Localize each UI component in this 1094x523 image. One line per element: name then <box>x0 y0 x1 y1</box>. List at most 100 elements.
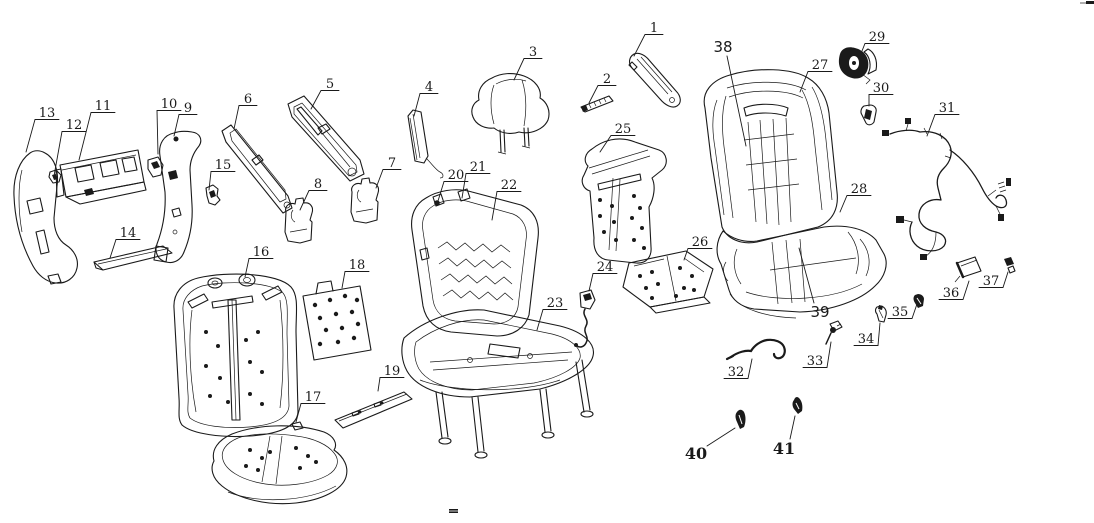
leader-19 <box>377 377 405 392</box>
callout-25: 25 <box>615 122 632 137</box>
leader-5 <box>310 90 340 110</box>
part-23-cushion-frame <box>401 309 594 459</box>
callout-28: 28 <box>851 182 868 197</box>
part-22-seatback-frame <box>411 189 539 337</box>
stray-mark-bottom <box>449 509 458 513</box>
callout-labels: 1 2 3 4 5 6 7 8 9 10 11 12 13 14 15 16 1… <box>39 21 1000 463</box>
leader-30 <box>868 94 894 107</box>
leader-3 <box>513 58 543 81</box>
leader-18 <box>341 271 370 289</box>
leader-1 <box>633 34 664 57</box>
leader-24 <box>588 273 618 292</box>
leader-20 <box>437 181 469 202</box>
callout-37: 37 <box>983 274 1000 289</box>
part-16-seatback-pad <box>173 273 299 438</box>
leader-lines <box>25 34 1009 447</box>
leader-27 <box>799 71 833 93</box>
callout-15: 15 <box>215 158 232 173</box>
callout-16: 16 <box>253 245 270 260</box>
leader-39 <box>798 247 815 304</box>
leader-28 <box>839 195 872 213</box>
part-20-knob <box>432 193 445 207</box>
leader-33 <box>802 341 832 368</box>
leader-32 <box>723 358 753 379</box>
part-32-bowden-cable <box>725 338 786 361</box>
part-17-cushion-pad <box>211 421 348 505</box>
leader-11 <box>78 112 116 161</box>
part-2-toothed-clip <box>580 95 614 113</box>
callout-10: 10 <box>161 97 178 112</box>
part-10-latch-piece <box>147 156 164 178</box>
part-37-clip <box>1004 257 1016 274</box>
part-18-lumbar-pad <box>302 280 372 361</box>
leader-7 <box>375 169 402 189</box>
callout-1: 1 <box>650 21 658 36</box>
part-40-retainer-clip <box>735 409 746 429</box>
part-21-bracket <box>457 188 471 202</box>
callout-34: 34 <box>858 332 875 347</box>
callout-12: 12 <box>66 118 83 133</box>
leader-37 <box>978 271 1009 288</box>
leader-17 <box>295 403 326 423</box>
callout-13: 13 <box>39 106 56 121</box>
leader-12 <box>53 131 87 177</box>
part-33-bolt-clip <box>825 320 843 345</box>
callout-38: 38 <box>713 38 732 56</box>
leader-40 <box>706 427 736 447</box>
part-36-module <box>954 256 982 283</box>
leader-34 <box>853 322 881 346</box>
callout-26: 26 <box>692 235 709 250</box>
part-26-cushion-heater-pad <box>622 250 714 314</box>
part-8-hook-bracket <box>284 197 314 244</box>
part-1-bolster-trim <box>628 52 681 108</box>
callout-39: 39 <box>810 303 829 321</box>
leader-31 <box>926 114 960 137</box>
leader-15 <box>208 171 236 191</box>
callout-7: 7 <box>388 156 396 171</box>
callout-11: 11 <box>95 99 112 114</box>
part-35-clip <box>913 294 924 308</box>
part-28-assembled-seat-cushion <box>716 225 887 319</box>
part-5-trim-rail <box>287 95 365 182</box>
callout-18: 18 <box>349 258 366 273</box>
callout-8: 8 <box>314 177 322 192</box>
callout-29: 29 <box>869 30 886 45</box>
leader-16 <box>244 258 274 278</box>
leader-41 <box>789 415 796 440</box>
callout-14: 14 <box>120 226 137 241</box>
callout-4: 4 <box>425 80 433 95</box>
leader-38 <box>726 55 747 147</box>
callout-35: 35 <box>892 305 909 320</box>
leader-2 <box>588 85 617 104</box>
part-13-side-shield <box>13 150 78 285</box>
part-15-clip <box>205 184 221 206</box>
part-25-seatback-heater-pad <box>581 138 667 264</box>
part-6-trim-rail <box>221 124 293 214</box>
leader-4 <box>413 93 439 117</box>
callout-41: 41 <box>773 439 795 458</box>
part-14-trim-strip <box>93 245 173 271</box>
callout-24: 24 <box>597 260 614 275</box>
leader-35 <box>887 303 918 319</box>
callout-31: 31 <box>939 101 956 116</box>
part-9-side-frame-bracket <box>153 130 202 264</box>
part-30-clip <box>860 104 877 126</box>
callout-17: 17 <box>305 390 322 405</box>
callout-23: 23 <box>547 296 564 311</box>
callout-19: 19 <box>384 364 401 379</box>
callout-30: 30 <box>873 81 890 96</box>
callout-33: 33 <box>807 354 824 369</box>
callout-2: 2 <box>603 72 611 87</box>
leader-29 <box>859 43 890 57</box>
leader-9 <box>173 114 198 137</box>
part-7-hook-bracket <box>350 177 380 224</box>
callout-21: 21 <box>470 160 487 175</box>
part-3-headrest <box>471 73 550 155</box>
callout-9: 9 <box>184 101 192 116</box>
callout-3: 3 <box>529 45 537 60</box>
leader-8 <box>299 190 328 211</box>
leader-22 <box>491 191 522 221</box>
stray-mark-top-right <box>1080 1 1094 4</box>
callout-32: 32 <box>728 365 745 380</box>
